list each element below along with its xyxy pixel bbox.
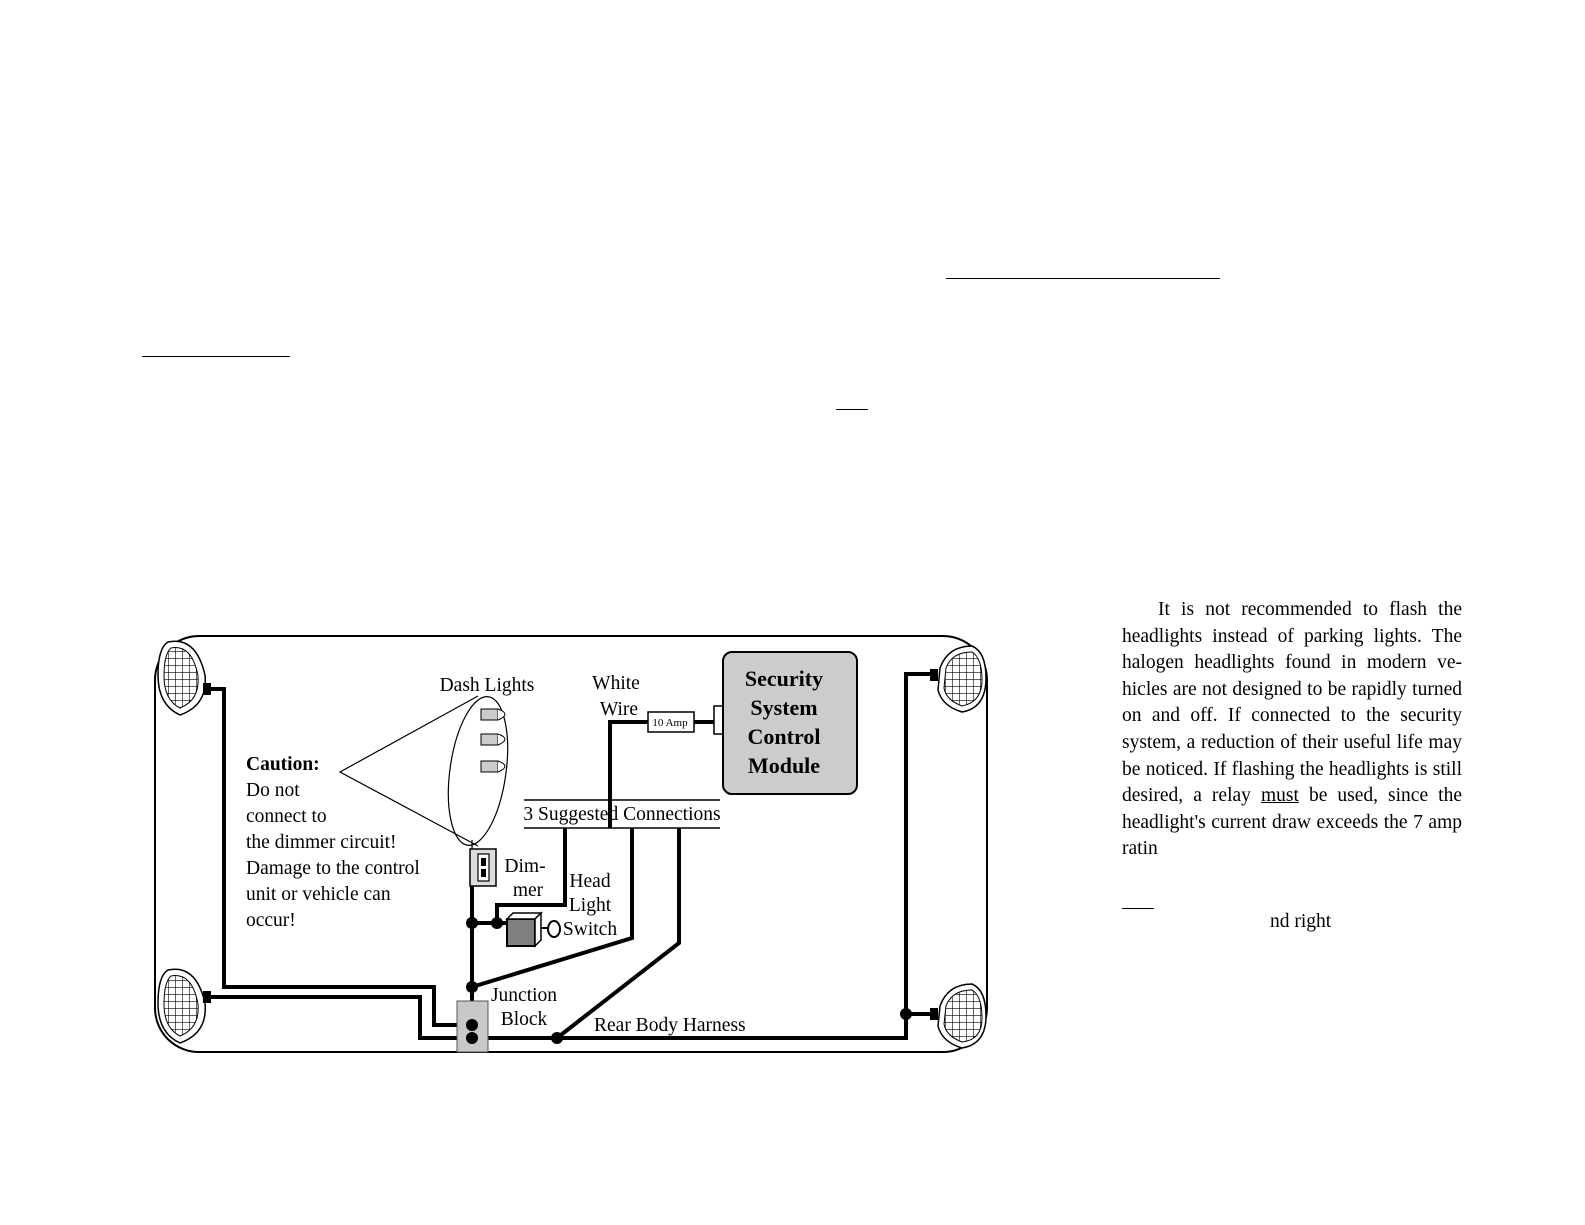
- module-label-4: Module: [748, 753, 820, 778]
- fuse-10-amp: [647, 711, 695, 733]
- caution-line-1: Do not: [246, 780, 300, 801]
- top-rule: [946, 278, 1220, 279]
- caution-line-2: connect to: [246, 806, 327, 827]
- side-rule: [1122, 908, 1154, 909]
- dimmer-label-1: Dim-: [504, 856, 545, 877]
- head-light-switch-label-1: Head: [569, 871, 610, 892]
- dash-lights-label: Dash Lights: [440, 675, 535, 696]
- white-wire-label-1: White: [592, 673, 640, 694]
- short-rule: [836, 409, 868, 410]
- dimmer-label-2: mer: [513, 880, 544, 901]
- caution-title: Caution:: [246, 754, 320, 775]
- white-wire-label-2: Wire: [600, 699, 638, 720]
- head-light-switch-label-2: Light: [569, 895, 612, 916]
- dimmer-switch: [469, 848, 497, 887]
- headlight-rear-left: [157, 968, 211, 1044]
- caution-line-4: Damage to the control: [246, 858, 420, 879]
- left-rule: [142, 356, 290, 357]
- caution-line-3: the dimmer circuit!: [246, 832, 397, 853]
- headlight-front-right: [930, 645, 987, 713]
- module-label-3: Control: [748, 724, 821, 749]
- security-control-module: [722, 651, 858, 795]
- module-label-2: System: [750, 695, 817, 720]
- junction-block-label-1: Junction: [491, 985, 557, 1006]
- head-light-switch: [505, 911, 561, 948]
- junction-dots: [466, 917, 912, 1044]
- junction-block-label-2: Block: [501, 1009, 548, 1030]
- dash-bulbs: [480, 708, 506, 773]
- headlight-front-left: [157, 640, 211, 716]
- headlight-warning-text: It is not recommended to flash the headl…: [1122, 597, 1462, 863]
- fuse-label: 10 Amp: [652, 717, 688, 729]
- module-label-1: Security: [745, 666, 823, 691]
- caution-line-6: occur!: [246, 910, 296, 931]
- headlight-warning-paragraph: It is not recommended to flash the headl…: [1122, 599, 1462, 860]
- vehicle-outline: [154, 635, 988, 1053]
- dash-lights-callout: [338, 695, 509, 847]
- wiring: [205, 672, 934, 1040]
- text-fragment: nd right: [1270, 911, 1332, 932]
- head-light-switch-label-3: Switch: [563, 919, 617, 940]
- headlight-rear-right: [930, 983, 987, 1049]
- rear-body-harness-label: Rear Body Harness: [594, 1015, 746, 1036]
- emphasis-must: must: [1260, 785, 1299, 807]
- caution-line-5: unit or vehicle can: [246, 884, 391, 905]
- suggested-connections-label: 3 Suggested Connections: [523, 804, 720, 825]
- module-connector: [713, 705, 724, 735]
